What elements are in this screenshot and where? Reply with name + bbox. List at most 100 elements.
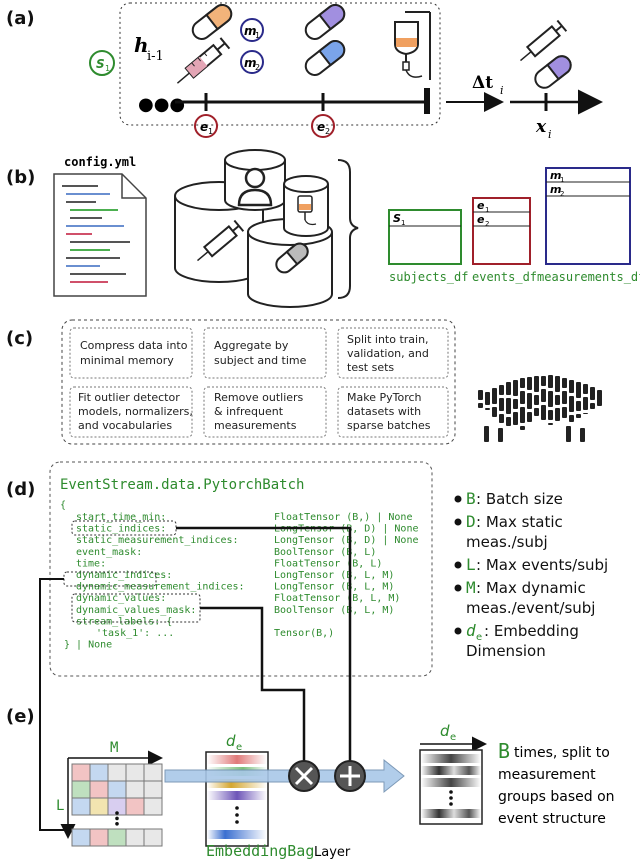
- measurements-df-label: measurements_df: [537, 270, 640, 284]
- field-name: dynamic_indices:: [76, 570, 172, 581]
- svg-text:1: 1: [560, 176, 564, 184]
- grid-cell: [71, 797, 91, 816]
- pill-icon-orange: [191, 3, 233, 41]
- bear-logo-bar: [548, 391, 553, 407]
- bear-logo-leg: [484, 426, 489, 442]
- svg-text:e: e: [477, 213, 485, 226]
- grid-cell: [89, 763, 109, 782]
- svg-text:1: 1: [105, 64, 110, 73]
- grid-ellipsis-dot: [115, 811, 119, 815]
- bear-logo-bar: [485, 408, 490, 410]
- field-name: stream_labels: {: [76, 616, 172, 627]
- grid-cell: [89, 797, 109, 816]
- bear-logo-leg: [498, 428, 503, 442]
- bear-logo-bar: [583, 384, 588, 394]
- legend-key: d: [466, 621, 476, 640]
- output-description: B times, split to measurement groups bas…: [498, 739, 615, 827]
- bear-logo-bar: [562, 391, 567, 404]
- grid-cell: [125, 828, 145, 847]
- grid-cell: [125, 780, 145, 799]
- open-brace: {: [60, 500, 66, 511]
- bear-logo-bar: [548, 410, 553, 420]
- svg-text:1: 1: [208, 127, 213, 136]
- svg-text:1: 1: [255, 31, 260, 40]
- bear-logo-bar: [527, 412, 532, 422]
- svg-text:h: h: [134, 33, 149, 57]
- svg-text:event structure: event structure: [498, 811, 606, 827]
- svg-text:2: 2: [325, 127, 330, 136]
- bear-logo-bar: [541, 405, 546, 420]
- bear-logo-bar: [499, 414, 504, 423]
- bear-logo-bar: [506, 417, 511, 426]
- field-name: time:: [76, 558, 106, 569]
- bear-logo-bar: [597, 390, 602, 406]
- svg-text:sparse batches: sparse batches: [347, 419, 431, 432]
- svg-text:m: m: [244, 56, 257, 70]
- field-name: 'task_1': ...: [96, 628, 174, 639]
- legend-text: : Batch size: [476, 490, 563, 508]
- field-type: FloatTensor (B, L): [274, 558, 382, 569]
- measurements-df-table: m 1 m 2: [545, 167, 631, 265]
- svg-text:S: S: [96, 57, 105, 71]
- iv-bag-small-icon: [297, 195, 317, 226]
- embeddingbag-layer-label: EmbeddingBag Layer: [206, 842, 351, 860]
- svg-text:models, normalizers,: models, normalizers,: [78, 405, 193, 418]
- bear-logo-bar: [576, 414, 581, 418]
- bear-logo-leg: [566, 426, 571, 442]
- bear-logo-bar: [499, 385, 504, 395]
- bear-logo-bar: [562, 407, 567, 418]
- pytorch-batch-box: [49, 461, 433, 677]
- bear-logo-bar: [513, 380, 518, 396]
- svg-text:e: e: [236, 742, 242, 753]
- svg-text:minimal memory: minimal memory: [80, 354, 174, 367]
- bear-logo-bar: [541, 376, 546, 386]
- svg-text:x: x: [535, 117, 547, 137]
- measurement-marker-1: m 1: [240, 18, 264, 42]
- field-type: Tensor(B,): [274, 628, 334, 639]
- bear-logo-bar: [555, 408, 560, 421]
- next-event-label: x i: [535, 117, 552, 141]
- panel-label-e: (e): [6, 706, 35, 727]
- legend-bullet: [454, 627, 462, 635]
- step-split: Split into train, validation, and test s…: [337, 327, 449, 379]
- grid-cell: [71, 763, 91, 782]
- svg-text:2: 2: [560, 190, 564, 198]
- legend-text: : Max events/subj: [476, 556, 608, 574]
- grid-cell: [107, 780, 127, 799]
- field-name: dynamic_measurement_indices:: [76, 582, 245, 593]
- step-compress: Compress data into minimal memory: [69, 327, 193, 379]
- measurement-marker-2: m 2: [240, 50, 264, 74]
- bear-logo-bar: [583, 397, 588, 410]
- config-file-icon: [53, 173, 147, 297]
- bear-logo-bar: [548, 375, 553, 388]
- bear-logo-bar: [576, 382, 581, 398]
- svg-text:d: d: [226, 732, 236, 750]
- field-type: LongTensor (B, D) | None: [274, 535, 419, 546]
- input-index-grid: [71, 763, 163, 847]
- field-name: dynamic_values:: [76, 593, 166, 604]
- highlight-static-indices: [71, 520, 177, 536]
- svg-text:m: m: [550, 183, 561, 196]
- delta-t-label: Δt i: [472, 73, 504, 97]
- svg-text:m: m: [244, 24, 257, 38]
- grid-ellipsis-dot: [115, 822, 119, 826]
- svg-text:i: i: [500, 84, 504, 97]
- grid-cell: [107, 828, 127, 847]
- svg-text:i-1: i-1: [147, 49, 164, 64]
- svg-text:2: 2: [255, 63, 260, 72]
- event-marker-1: e 1: [194, 114, 218, 138]
- bear-logo-bar: [541, 389, 546, 402]
- svg-text:and vocabularies: and vocabularies: [78, 419, 172, 432]
- bear-logo-bar: [590, 403, 595, 409]
- events-df-label: events_df: [472, 270, 537, 284]
- bear-logo-bar: [534, 408, 539, 416]
- person-icon: [237, 167, 273, 207]
- bear-logo-bar: [534, 395, 539, 405]
- grid-cell: [143, 797, 163, 816]
- grid-cell: [71, 828, 91, 847]
- grid-cell: [125, 797, 145, 816]
- grid-cell: [125, 763, 145, 782]
- legend-bullet: [454, 561, 462, 569]
- svg-text:EmbeddingBag: EmbeddingBag: [206, 842, 314, 860]
